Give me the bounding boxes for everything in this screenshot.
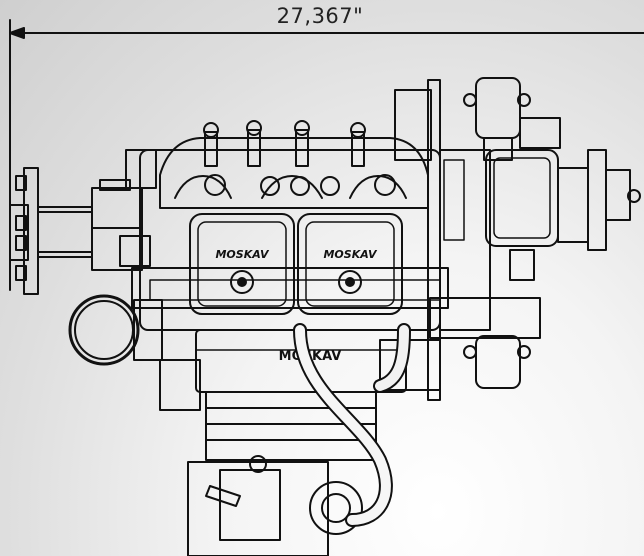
alternator-upper (463, 77, 531, 161)
starter-motor (485, 117, 641, 281)
carburetor-assembly (187, 455, 363, 556)
accessory-housing (394, 79, 541, 401)
valve-cover-right-text: MOSKAV (323, 248, 378, 261)
overall-width-dimension-label: 27,367" (276, 4, 364, 28)
valve-cover-left: MOSKAV (189, 213, 295, 315)
valve-cover-left-text: MOSKAV (215, 248, 270, 261)
alternator-lower (463, 335, 531, 389)
propeller-flange (9, 167, 93, 295)
oil-filter (68, 294, 163, 366)
cylinder-heads (159, 120, 429, 209)
valve-cover-right: MOSKAV (297, 213, 403, 315)
reduction-gearbox (91, 149, 157, 271)
intake-pipe (293, 323, 411, 527)
